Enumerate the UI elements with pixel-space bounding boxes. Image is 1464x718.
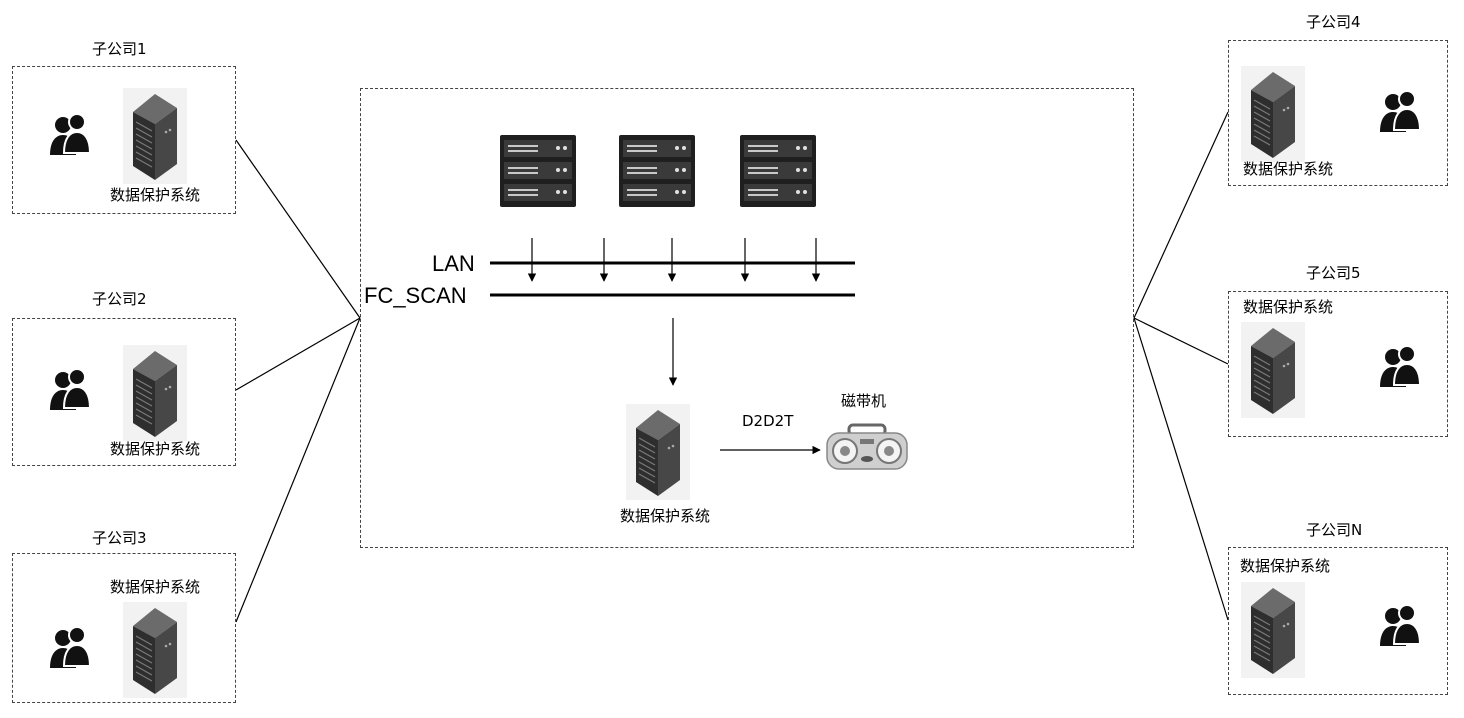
subsidiary-links <box>235 111 1229 623</box>
subsidiary-box-3 <box>12 553 236 703</box>
subsidiary-title-3: 子公司3 <box>92 529 147 547</box>
central-system-label: 数据保护系统 <box>620 507 711 525</box>
subsidiary-title-2: 子公司2 <box>92 290 147 308</box>
d2d2t-label: D2D2T <box>742 412 794 430</box>
link-s5 <box>1133 317 1229 365</box>
subsidiary-box-N <box>1228 547 1448 695</box>
subsidiary-system-label-1: 数据保护系统 <box>110 186 201 204</box>
link-s4 <box>1133 111 1229 319</box>
subsidiary-box-1 <box>12 66 236 214</box>
link-s3 <box>235 317 361 623</box>
subsidiary-box-2 <box>12 318 236 466</box>
subsidiary-box-4 <box>1228 40 1448 186</box>
link-s1 <box>235 139 361 319</box>
subsidiary-title-1: 子公司1 <box>92 40 147 58</box>
subsidiary-system-label-5: 数据保护系统 <box>1243 298 1334 316</box>
subsidiary-system-label-3: 数据保护系统 <box>110 578 201 596</box>
lan-label: LAN <box>432 251 475 276</box>
subsidiary-title-N: 子公司N <box>1306 521 1363 539</box>
subsidiary-system-label-4: 数据保护系统 <box>1243 160 1334 178</box>
bus-arrows <box>527 238 821 282</box>
tape-drive-label: 磁带机 <box>841 392 887 410</box>
subsidiary-box-5 <box>1228 291 1448 437</box>
link-s2 <box>235 317 361 391</box>
fc-label: FC_SCAN <box>364 283 467 308</box>
link-sN <box>1133 317 1229 621</box>
subsidiary-title-4: 子公司4 <box>1306 13 1361 31</box>
subsidiary-title-5: 子公司5 <box>1306 264 1361 282</box>
subsidiary-system-label-N: 数据保护系统 <box>1240 557 1331 575</box>
subsidiary-system-label-2: 数据保护系统 <box>110 440 201 458</box>
central-site-box <box>360 88 1134 548</box>
